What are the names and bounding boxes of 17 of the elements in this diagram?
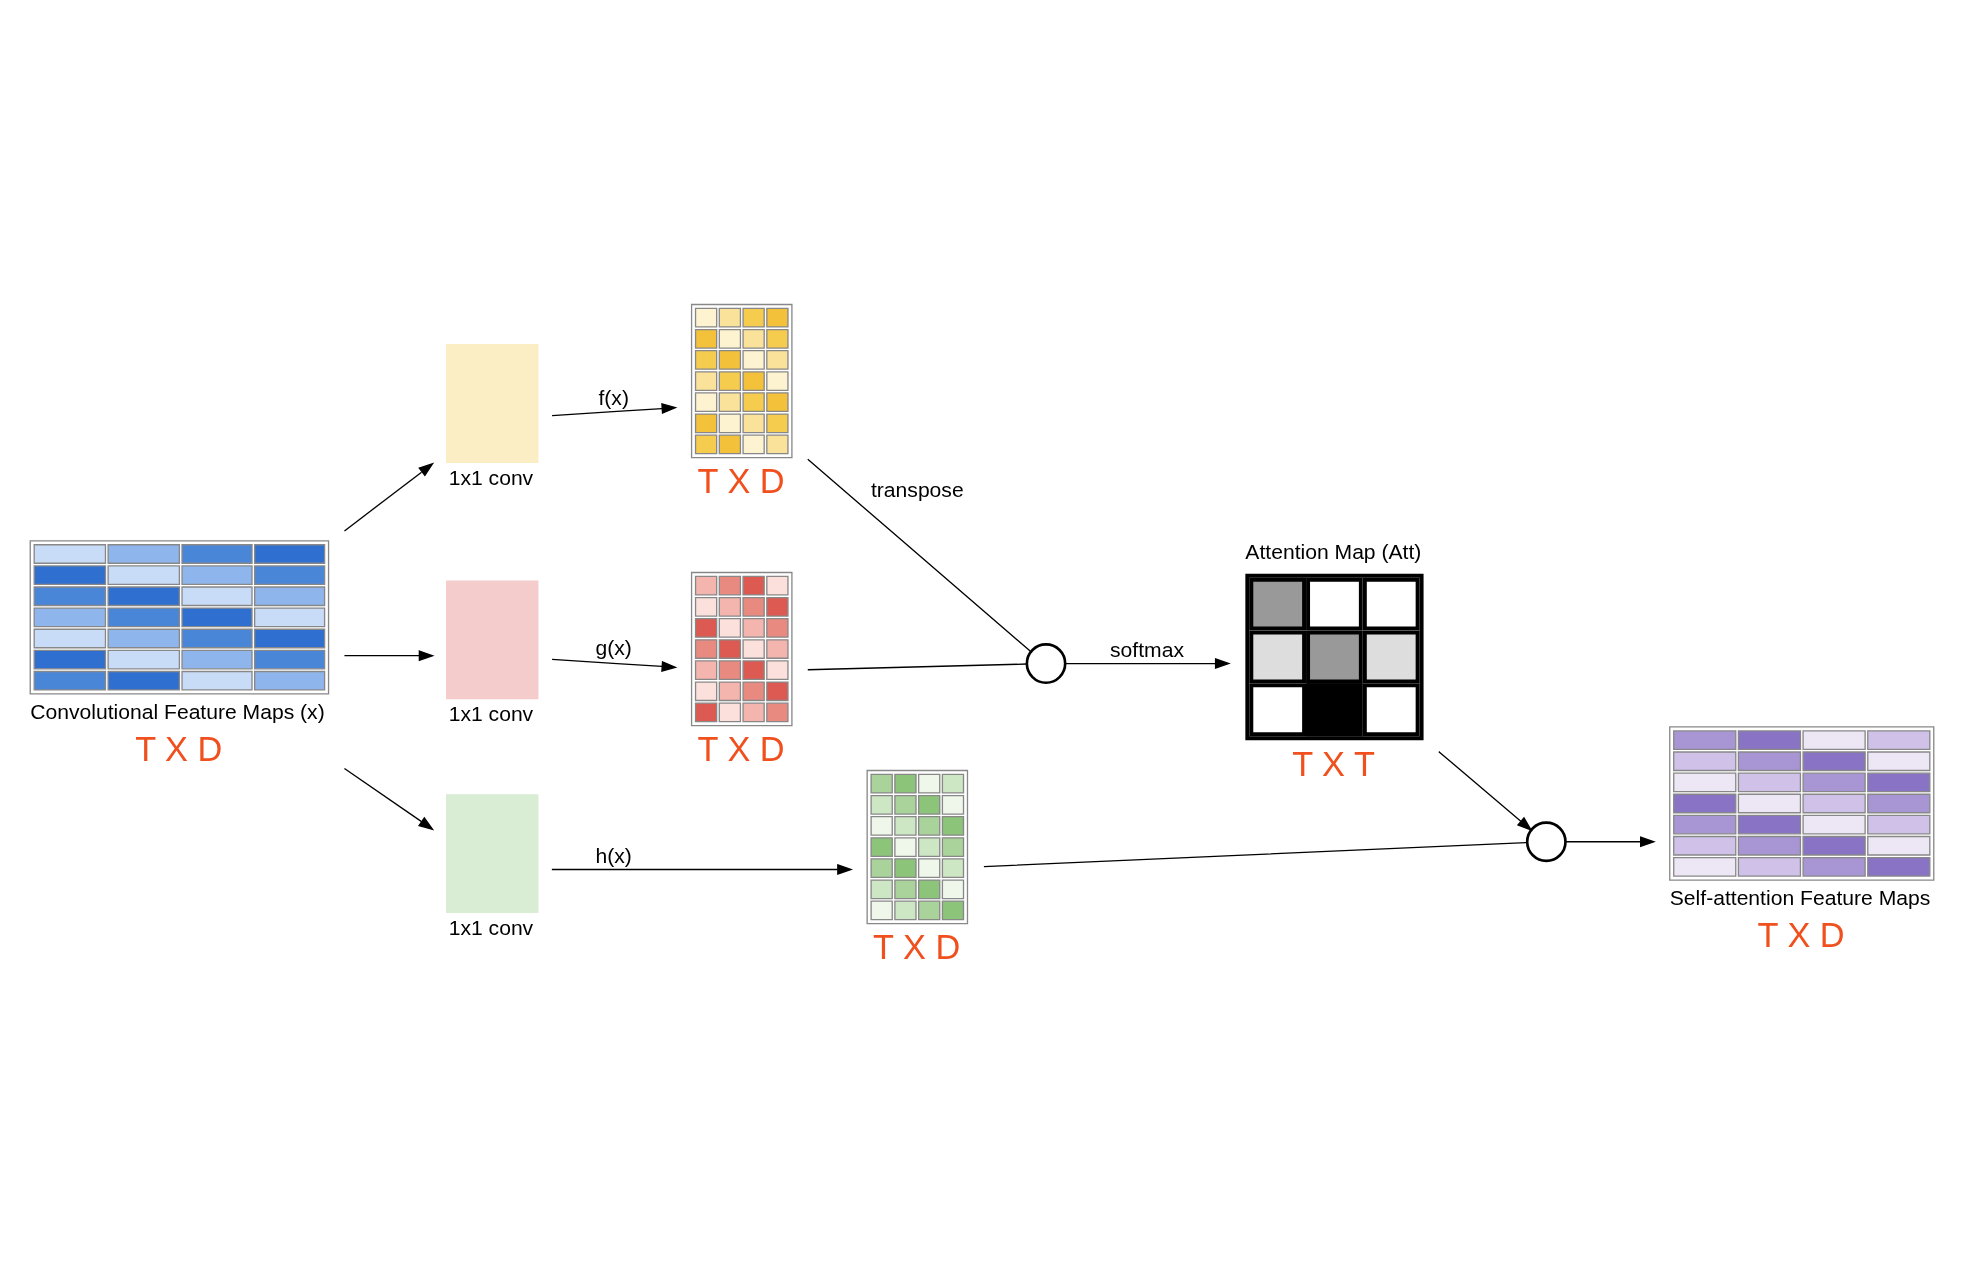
node-label: 1x1 conv [448, 916, 534, 940]
node-label: Convolutional Feature Maps (x) [30, 699, 325, 723]
node-label: T X D [1757, 916, 1845, 955]
edge-label: h(x) [595, 843, 632, 867]
edge-label: transpose [870, 477, 964, 501]
edge-label: f(x) [598, 385, 629, 409]
node-label: 1x1 conv [448, 466, 534, 490]
node-label: T X D [697, 462, 785, 501]
node-label: Self-attention Feature Maps [1669, 885, 1931, 909]
edge-label: g(x) [595, 636, 632, 660]
node-label: T X D [135, 729, 223, 768]
edge-label: softmax [1110, 637, 1184, 661]
node-label: T X T [1292, 744, 1375, 783]
node-label: T X D [873, 927, 961, 966]
node-label: Attention Map (Att) [1245, 540, 1422, 564]
node-label: 1x1 conv [448, 702, 534, 726]
node-label: T X D [697, 729, 785, 768]
